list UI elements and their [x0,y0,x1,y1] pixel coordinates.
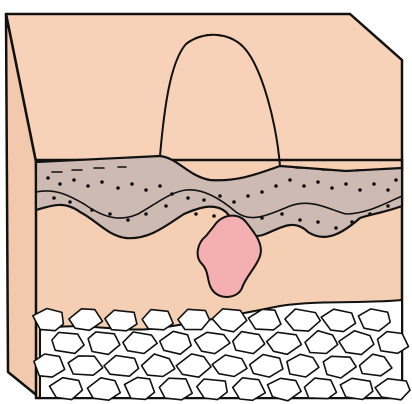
stipple-dot [344,182,348,186]
stipple-dot [368,212,372,216]
stipple-dot [194,212,198,216]
stipple-dot [334,226,338,230]
fat-cell [158,330,192,356]
stipple-dot [288,178,292,182]
stipple-dot [144,212,148,216]
fat-cell [196,378,228,401]
fat-cell [232,330,266,355]
stipple-dot [232,200,236,204]
surface-dashes [51,166,367,173]
fat-cell [48,376,84,401]
fat-cell [338,329,375,356]
fat-cell [339,377,374,401]
stipple-dot [246,194,250,198]
fat-cell [33,353,66,378]
fat-cell [265,331,303,356]
fat-cell [248,353,284,378]
fat-cell [322,355,358,379]
stipple-dot [144,188,148,192]
stipple-dot [298,218,302,222]
fat-cell [284,308,322,332]
fat-cell [158,377,193,401]
fat-cell [51,331,85,355]
stipple-dot [46,176,50,180]
fat-cell [123,376,156,401]
stipple-dot [350,220,354,224]
subcutaneous-fat-layer [31,298,411,402]
fat-cell [211,354,248,378]
fat-cell [358,353,393,377]
stipple-dot [170,192,174,196]
stipple-dot [212,214,216,218]
fat-cell [266,377,302,402]
fat-cell [68,307,104,332]
stipple-dot [394,178,398,182]
basal-layer-line [35,189,403,219]
stipple-dot [218,194,222,198]
fat-cell [304,329,339,355]
stipple-dot [86,184,90,188]
fat-cell [175,353,212,379]
stipple-dot [386,188,390,192]
stipple-dot [130,182,134,186]
fat-cell [211,307,248,333]
stipple-dot [52,196,56,200]
fat-cell [357,308,392,332]
fat-cell [141,308,174,331]
stipple-dot [158,184,162,188]
stipple-dot [116,186,120,190]
stipple-dot [358,188,362,192]
stipple-dot [58,182,62,186]
stipple-dot [316,180,320,184]
stipple-dot [202,198,206,202]
fat-cell [193,331,231,355]
fat-cell [374,377,411,401]
fat-cell [31,307,65,332]
fat-cell [177,308,211,331]
fat-cell [247,308,282,331]
stipple-dot [274,184,278,188]
skin-surface-top [4,12,404,184]
stipple-dot [260,216,264,220]
stipple-dot [260,190,264,194]
stipple-dot [126,218,130,222]
skin-bulge-dashed [185,33,247,51]
stipple-dot [372,182,376,186]
lesion [196,214,262,298]
fat-cell [86,376,122,402]
stipple-dot [72,178,76,182]
fat-cell [122,331,158,355]
fat-cell [376,330,410,355]
fat-cell [67,355,104,377]
fat-cell [104,309,138,332]
stipple-dot [100,180,104,184]
fat-cell [103,354,140,378]
stipple-dot [280,212,284,216]
fat-cell [286,353,320,378]
stipple-dot [164,204,168,208]
stipple-dot [108,212,112,216]
stipple-dot [186,196,190,200]
epidermis-stippling [46,176,398,230]
stipple-dot [386,204,390,208]
fat-cell [231,376,267,402]
stipple-dot [330,186,334,190]
stipple-dot [68,200,72,204]
fat-cell [320,308,357,333]
fat-cell [303,377,338,400]
fat-cell [140,353,176,378]
stipple-dot [90,208,94,212]
stipple-dot [302,184,306,188]
fat-cell [87,331,121,356]
stipple-dot [316,220,320,224]
